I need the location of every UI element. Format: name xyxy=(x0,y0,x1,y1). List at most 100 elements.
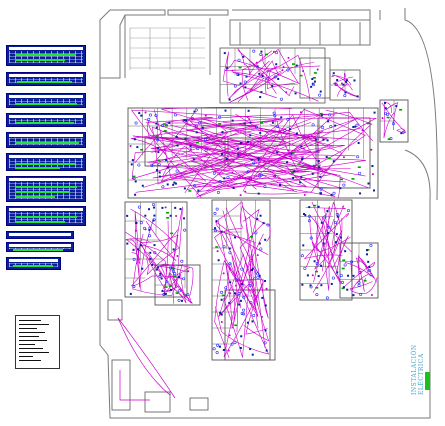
junction-symbol xyxy=(175,214,178,217)
circuit-run xyxy=(303,213,350,260)
light-fixture-symbol xyxy=(369,273,373,277)
fixture-symbol xyxy=(387,138,391,140)
outlet-symbol xyxy=(220,298,223,301)
outlet-symbol xyxy=(264,238,267,241)
outlet-symbol xyxy=(173,181,176,184)
light-fixture-symbol xyxy=(161,124,165,128)
outlet-symbol xyxy=(163,292,166,295)
light-fixture-symbol xyxy=(286,117,290,121)
outlet-symbol xyxy=(164,292,167,295)
circuit-run xyxy=(262,53,296,90)
outlet-symbol xyxy=(326,210,329,213)
light-fixture-symbol xyxy=(254,231,258,235)
light-fixture-symbol xyxy=(279,97,283,101)
light-fixture-symbol xyxy=(311,123,315,127)
fixture-symbol xyxy=(165,211,169,214)
junction-symbol xyxy=(265,287,268,290)
outlet-symbol xyxy=(153,214,156,217)
junction-symbol xyxy=(220,320,223,323)
outlet-symbol xyxy=(148,208,151,211)
light-fixture-symbol xyxy=(215,207,219,211)
fixture-symbol xyxy=(291,63,295,65)
light-fixture-symbol xyxy=(224,286,228,290)
outlet-symbol xyxy=(306,274,309,277)
outlet-symbol xyxy=(197,189,200,192)
circuit-run xyxy=(349,277,378,294)
outlet-symbol xyxy=(130,163,133,166)
outlet-symbol xyxy=(320,284,323,287)
outlet-symbol xyxy=(292,177,295,180)
outlet-symbol xyxy=(140,114,143,117)
outlet-symbol xyxy=(175,135,178,138)
circuit-run xyxy=(311,201,330,291)
fixture-symbol xyxy=(351,178,355,180)
circuit-run xyxy=(186,120,298,195)
fixture-symbol xyxy=(173,275,177,278)
panel-schedule-4 xyxy=(6,113,86,127)
light-fixture-symbol xyxy=(307,214,311,218)
outlet-symbol xyxy=(300,145,303,148)
light-fixture-symbol xyxy=(165,280,169,284)
outlet-symbol xyxy=(295,132,298,135)
light-fixture-symbol xyxy=(312,83,316,87)
outlet-symbol xyxy=(293,170,296,173)
light-fixture-symbol xyxy=(158,274,162,278)
outlet-symbol xyxy=(233,236,236,239)
fixture-symbol xyxy=(188,190,192,192)
outlet-symbol xyxy=(161,290,164,293)
fixture-symbol xyxy=(215,246,219,248)
outlet-symbol xyxy=(221,152,224,155)
fixture-symbol xyxy=(164,124,168,127)
junction-symbol xyxy=(216,250,219,253)
outlet-symbol xyxy=(317,160,320,163)
light-fixture-symbol xyxy=(359,292,363,296)
outlet-symbol xyxy=(134,180,137,183)
outlet-symbol xyxy=(290,152,293,155)
outlet-symbol xyxy=(334,241,337,244)
fixture-symbol xyxy=(157,159,161,162)
outlet-symbol xyxy=(311,77,314,80)
light-fixture-symbol xyxy=(212,171,216,175)
site-boundary xyxy=(99,8,438,419)
light-fixture-symbol xyxy=(148,113,152,117)
fixture-symbol xyxy=(327,157,331,160)
junction-symbol xyxy=(248,117,251,120)
circuit-run xyxy=(214,228,259,317)
parking-stripes xyxy=(129,27,205,70)
light-fixture-symbol xyxy=(368,269,372,273)
outlet-symbol xyxy=(353,79,356,82)
outlet-symbol xyxy=(257,192,260,195)
circuit-run xyxy=(344,255,375,284)
junction-symbol xyxy=(244,293,247,296)
outlet-symbol xyxy=(366,253,369,256)
light-fixture-symbol xyxy=(218,115,222,119)
junction-symbol xyxy=(154,150,157,153)
light-fixture-symbol xyxy=(275,125,279,129)
fixture-symbol xyxy=(234,324,238,327)
light-fixture-symbol xyxy=(346,209,350,213)
light-fixture-symbol xyxy=(230,342,234,346)
light-fixture-symbol xyxy=(196,147,200,151)
circuit-run xyxy=(254,108,366,177)
outlet-symbol xyxy=(239,346,242,349)
light-fixture-symbol xyxy=(248,284,252,288)
junction-symbol xyxy=(299,111,302,114)
outlet-symbol xyxy=(228,98,231,101)
fixture-symbol xyxy=(155,135,159,137)
light-fixture-symbol xyxy=(358,171,362,175)
fixture-symbol xyxy=(386,116,390,119)
junction-symbol xyxy=(287,149,290,152)
light-fixture-symbol xyxy=(283,128,287,132)
circuit-run xyxy=(135,158,367,193)
circuit-run xyxy=(161,107,292,174)
outlet-symbol xyxy=(288,128,291,131)
junction-symbol xyxy=(311,274,314,277)
light-fixture-symbol xyxy=(255,125,259,129)
light-fixture-symbol xyxy=(273,174,277,178)
circuit-run xyxy=(134,211,154,292)
junction-symbol xyxy=(303,193,306,196)
light-fixture-symbol xyxy=(203,138,207,142)
circuit-run xyxy=(153,109,331,188)
outlet-symbol xyxy=(220,313,223,316)
circuit-run xyxy=(147,120,207,182)
